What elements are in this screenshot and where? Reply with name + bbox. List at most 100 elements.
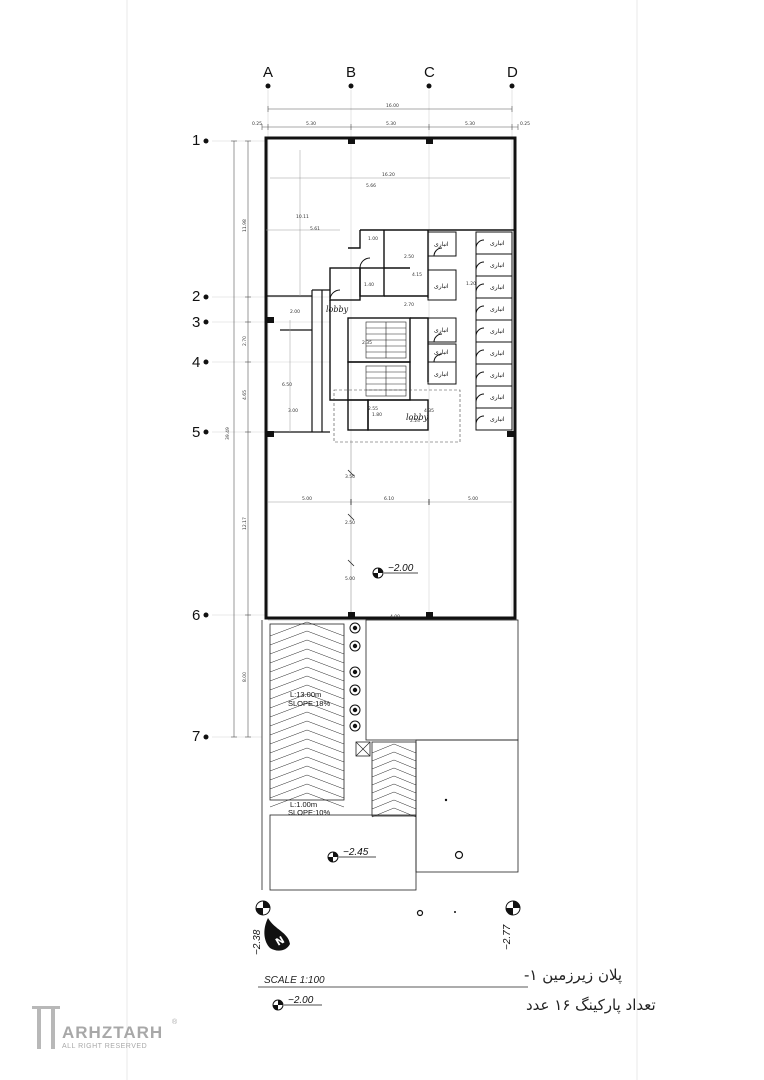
dim-span-cd: 5.30 xyxy=(465,121,475,127)
dim-low-v1: 3.50 xyxy=(345,474,355,480)
site-dots xyxy=(444,798,456,913)
grid-letters: A B C D xyxy=(263,64,518,89)
dim-inner-width: 16.20 xyxy=(382,172,395,178)
corner-level-right xyxy=(505,900,521,916)
storage-label: انباری xyxy=(490,372,505,379)
dim-core: 4.15 xyxy=(412,272,422,278)
legend-level-marker xyxy=(272,999,322,1011)
dim-span-bc: 5.30 xyxy=(386,121,396,127)
logo-registered: ® xyxy=(172,1018,178,1026)
storage-label: انباری xyxy=(490,240,505,247)
central-core xyxy=(329,229,515,431)
storage-label: انباری xyxy=(434,283,449,290)
storage-label: انباری xyxy=(434,349,449,356)
storage-label: انباری xyxy=(434,371,449,378)
grid-number-2: 2 xyxy=(192,288,200,305)
north-arrow-icon: N xyxy=(264,918,290,951)
dim-gate: 4.00 xyxy=(390,614,400,620)
lobby-label-lower: lobby xyxy=(406,413,429,422)
grid-lines-horizontal xyxy=(212,140,330,738)
grid-number-6: 6 xyxy=(192,607,200,624)
door-swings xyxy=(329,239,485,425)
level-left-corner-text: −2.38 xyxy=(252,929,263,955)
level-marker-lower xyxy=(327,851,376,863)
logo-rights: ALL RIGHT RESERVED xyxy=(62,1043,147,1050)
dim-inner-upper: 5.66 xyxy=(366,183,376,189)
grid-number-1: 1 xyxy=(192,132,200,149)
grid-number-3: 3 xyxy=(192,314,200,331)
dim-core: 4.35 xyxy=(424,408,434,414)
ramp-2-length: L:1.00m xyxy=(290,800,317,809)
storage-rooms xyxy=(427,231,513,431)
dim-low-mid: 6.10 xyxy=(384,496,394,502)
level-lower-text: −2.45 xyxy=(343,847,369,858)
dim-core: 1.00 xyxy=(368,236,378,242)
dim-low-right: 5.00 xyxy=(468,496,478,502)
parking-count-text: تعداد پارکینگ ۱۶ عدد xyxy=(526,996,656,1015)
grid-numbers: 1 2 3 4 5 6 7 xyxy=(192,132,209,745)
dim-inner-d: 3.00 xyxy=(288,408,298,414)
lower-dim-lines xyxy=(268,440,512,621)
ramp-1-slope: SLOPE:18% xyxy=(288,699,330,708)
tarhztarh-logo: ARHZTARH ALL RIGHT RESERVED ® xyxy=(32,1006,178,1050)
storage-label: انباری xyxy=(434,327,449,334)
dim-core: 2.24 xyxy=(410,418,420,424)
storage-labels: انباری انباری انباری انباری انباری انبار… xyxy=(434,240,505,423)
grid-letter-c: C xyxy=(424,64,435,81)
dim-span-ab: 5.30 xyxy=(306,121,316,127)
planting-trees xyxy=(349,622,361,732)
top-dimension-chains xyxy=(261,106,519,130)
columns xyxy=(266,138,515,618)
storage-label: انباری xyxy=(490,416,505,423)
dim-core: 2.50 xyxy=(404,254,414,260)
left-dimension-chains xyxy=(231,140,251,738)
dim-low-left: 5.00 xyxy=(302,496,312,502)
grid-letter-d: D xyxy=(507,64,518,81)
storage-label: انباری xyxy=(490,284,505,291)
dim-seg-5-6: 12.17 xyxy=(242,517,248,530)
scale-text: SCALE 1:100 xyxy=(264,975,325,986)
dim-overall-width: 16.00 xyxy=(386,103,399,109)
ramp-1-length: L:13.00m xyxy=(290,690,321,699)
upper-left-dim-lines xyxy=(266,150,510,432)
dim-seg-6-7: 8.00 xyxy=(242,672,248,682)
logo-name: ARHZTARH xyxy=(62,1023,163,1042)
grid-number-4: 4 xyxy=(192,354,200,371)
dim-low-v3: 5.00 xyxy=(345,576,355,582)
corner-level-left xyxy=(255,900,271,916)
upper-left-partitions xyxy=(266,289,330,433)
lobby-label-upper: lobby xyxy=(326,305,349,314)
plan-name-text: پلان زیرزمین ۱- xyxy=(524,966,622,985)
exterior-walls xyxy=(264,136,517,620)
dim-s-1: 2.00 xyxy=(290,309,300,315)
storage-label: انباری xyxy=(490,306,505,313)
dim-seg-4-5: 4.65 xyxy=(242,390,248,400)
dim-core: 1.20 xyxy=(466,281,476,287)
lobby-dashed-zone xyxy=(333,389,461,443)
storage-label: انباری xyxy=(490,350,505,357)
legend-level-text: −2.00 xyxy=(288,995,314,1006)
site-outline xyxy=(261,619,519,891)
dim-low-v2: 2.50 xyxy=(345,520,355,526)
dim-core: 1.80 xyxy=(372,412,382,418)
dim-seg-3-4: 2.70 xyxy=(242,336,248,346)
dim-inner-b: 5.61 xyxy=(310,226,320,232)
dim-edge-right: 0.25 xyxy=(520,121,530,127)
ramp-2-slope: SLOPE:10% xyxy=(288,808,330,817)
grid-number-7: 7 xyxy=(192,728,200,745)
storage-label: انباری xyxy=(490,262,505,269)
grid-lines-vertical xyxy=(267,90,513,620)
storage-label: انباری xyxy=(434,241,449,248)
storage-label: انباری xyxy=(490,394,505,401)
grid-number-5: 5 xyxy=(192,424,200,441)
level-main-text: −2.00 xyxy=(388,563,414,574)
dim-core: 2.35 xyxy=(362,340,372,346)
stair-treads xyxy=(365,321,407,397)
dim-core: 2.70 xyxy=(404,302,414,308)
site-markers xyxy=(416,850,464,917)
dim-overall-height: 39.49 xyxy=(225,427,231,440)
level-marker-main xyxy=(372,567,418,579)
dim-edge-left: 0.25 xyxy=(252,121,262,127)
ramp-2 xyxy=(355,741,417,818)
dim-inner-a: 10.11 xyxy=(296,214,309,220)
